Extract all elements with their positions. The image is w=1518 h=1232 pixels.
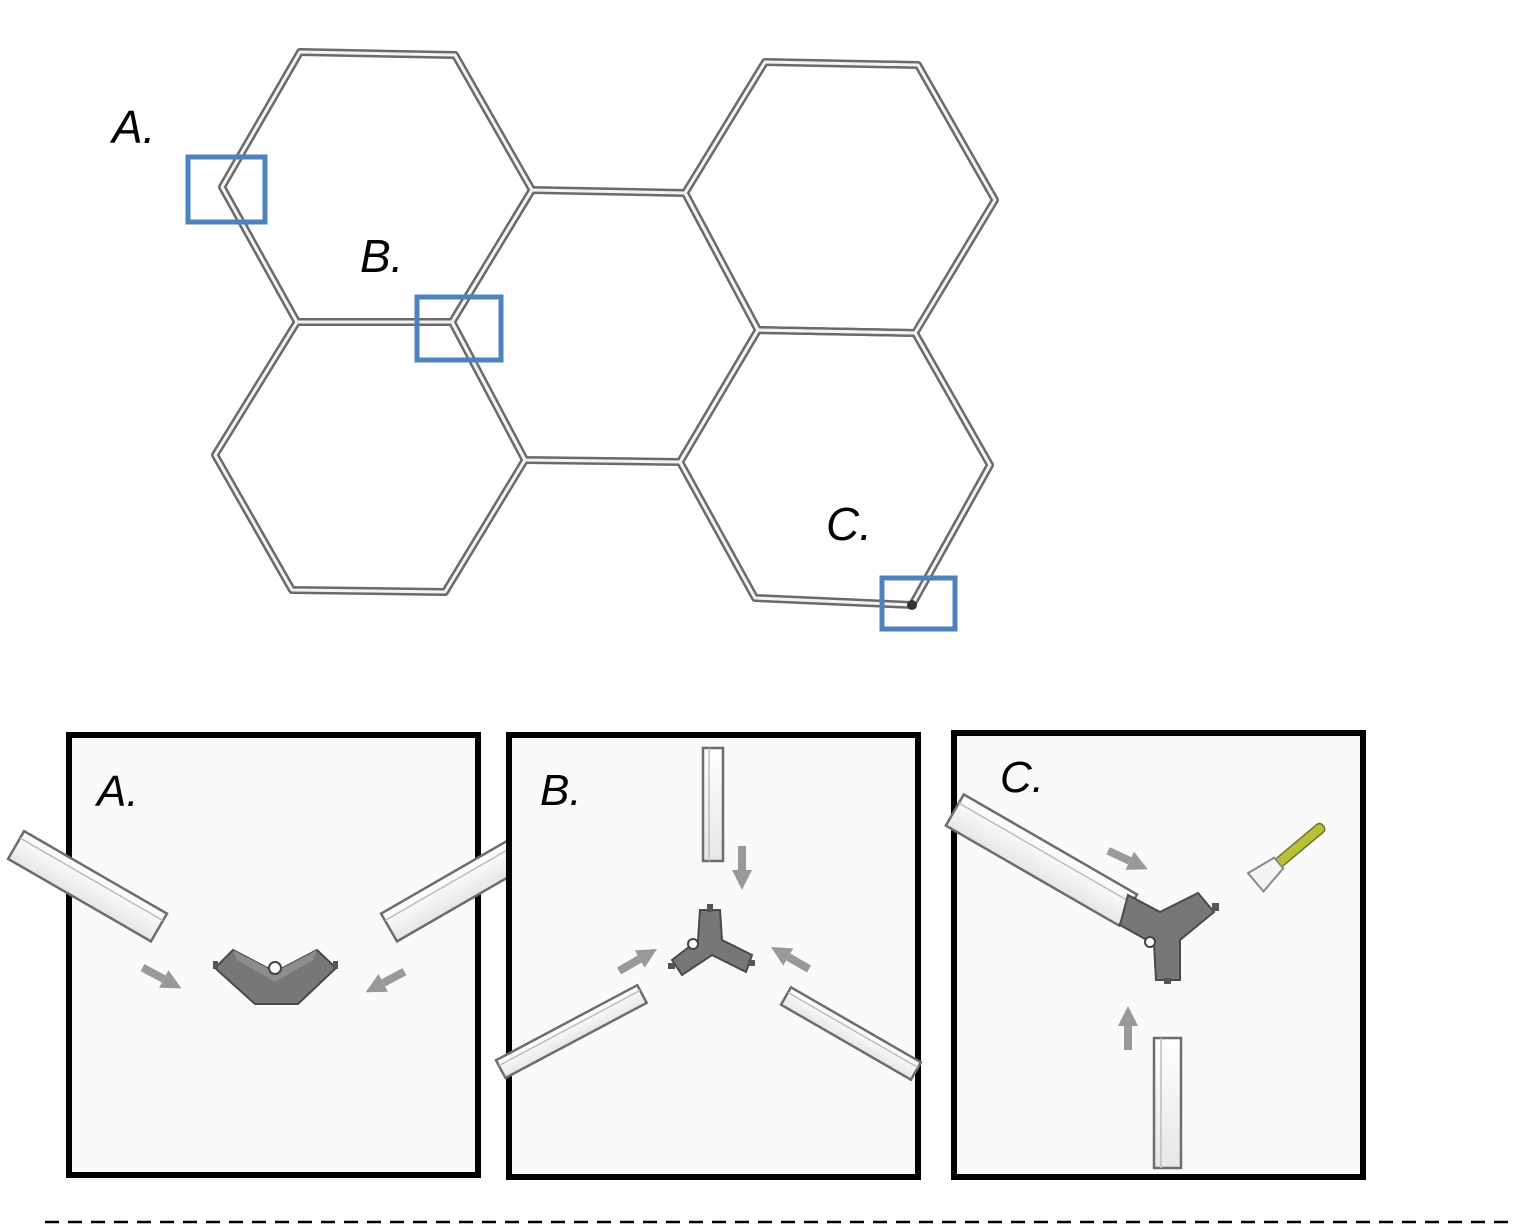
callout-box-b <box>414 294 504 363</box>
panel-b-label: B. <box>540 766 582 815</box>
panel-a-tube-left <box>6 829 169 944</box>
detail-panel-c: C. <box>944 730 1366 1180</box>
panel-a-label: A. <box>94 767 139 816</box>
panel-a-border <box>66 732 481 1178</box>
panel-b-tube-lower-left <box>494 983 649 1080</box>
panel-b-arrow-left <box>616 949 658 975</box>
panel-a-arrow-right <box>365 968 407 993</box>
panel-c-arrow-up <box>1118 1006 1138 1050</box>
power-cable-plug-icon <box>1246 822 1326 894</box>
callout-label-b: B. <box>360 230 403 282</box>
panel-b-tube-top <box>701 746 725 863</box>
hexagon-top-right <box>681 58 999 337</box>
power-input-node <box>907 600 917 610</box>
hexagon-center <box>448 186 762 466</box>
callout-label-a: A. <box>109 101 155 153</box>
panel-b-tube-lower-right <box>779 985 923 1082</box>
callout-box-a <box>185 154 268 225</box>
panel-b-arrow-down <box>732 846 752 890</box>
panel-b-y-connector <box>668 904 755 977</box>
hexagon-bottom-right <box>676 326 994 609</box>
panel-c-y-connector <box>1118 891 1219 984</box>
hexagon-grid <box>211 48 999 610</box>
callout-label-c: C. <box>826 498 872 550</box>
panel-a-arrow-left <box>140 964 182 989</box>
panel-c-label: C. <box>1000 753 1044 802</box>
detail-panel-a: A. <box>6 732 542 1178</box>
panel-a-angled-connector <box>213 948 338 1005</box>
panel-b-arrow-right <box>770 947 812 973</box>
detail-panel-b: B. <box>494 732 923 1180</box>
callout-box-c <box>879 575 958 632</box>
panel-c-tube-bottom <box>1152 1036 1183 1170</box>
panel-c-arrow-right <box>1106 847 1148 870</box>
